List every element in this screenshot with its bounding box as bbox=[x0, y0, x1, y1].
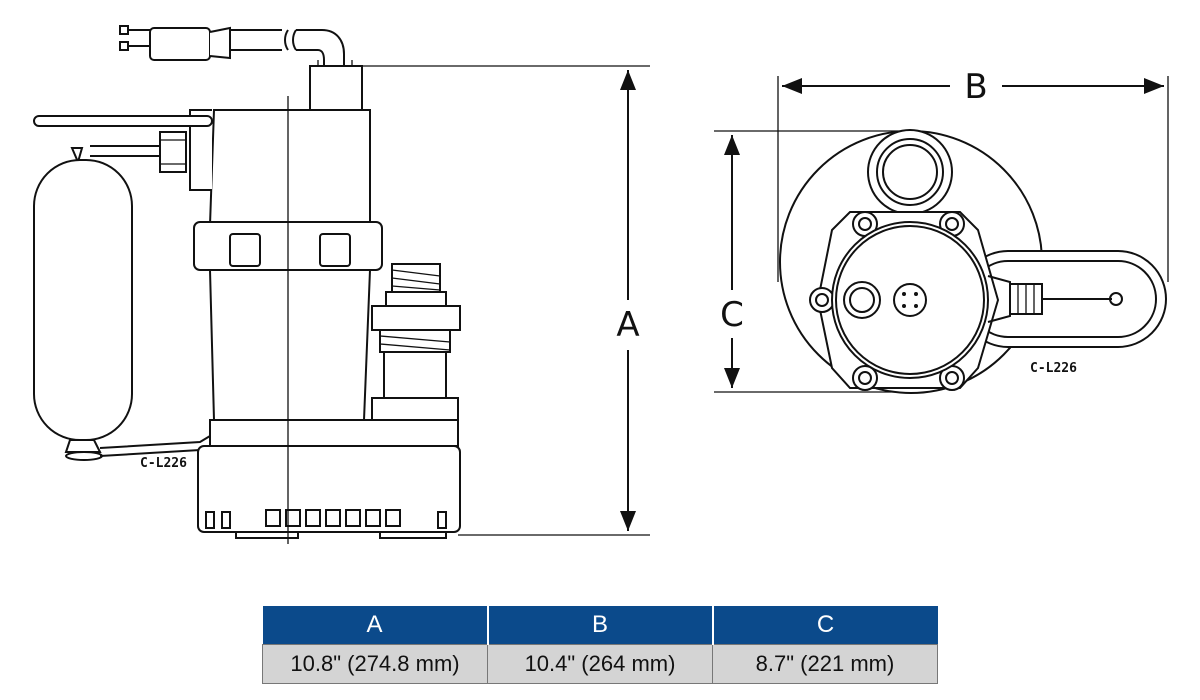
top-view: B C bbox=[714, 67, 1169, 394]
base-intake bbox=[197, 445, 461, 533]
pump-dimension-diagram: C-L226 A B C bbox=[33, 25, 1169, 544]
value-c: 8.7" (221 mm) bbox=[712, 644, 938, 684]
float-switch bbox=[33, 147, 211, 461]
float-arm bbox=[33, 115, 213, 127]
side-part-label: C-L226 bbox=[140, 456, 187, 471]
motor-top bbox=[831, 221, 989, 379]
value-a: 10.8" (274.8 mm) bbox=[262, 644, 488, 684]
motor-housing bbox=[208, 109, 371, 226]
table-header-row: A B C bbox=[262, 606, 938, 645]
discharge-fitting bbox=[371, 263, 461, 423]
side-view: C-L226 A bbox=[33, 25, 650, 544]
top-part-label: C-L226 bbox=[1030, 361, 1077, 376]
cord-grommet-icon bbox=[893, 283, 927, 317]
dimensions-table: A B C 10.8" (274.8 mm) 10.4" (264 mm) 8.… bbox=[262, 606, 938, 684]
table-row: 10.8" (274.8 mm) 10.4" (264 mm) 8.7" (22… bbox=[262, 644, 938, 684]
header-c: C bbox=[712, 606, 938, 645]
dimension-a-label: A bbox=[616, 305, 639, 345]
cap-ring bbox=[843, 281, 881, 319]
value-b: 10.4" (264 mm) bbox=[487, 644, 713, 684]
dimension-c-label: C bbox=[720, 295, 744, 335]
dimension-b-label: B bbox=[964, 67, 987, 107]
header-a: A bbox=[262, 606, 489, 645]
pump-body bbox=[208, 269, 372, 421]
discharge-port bbox=[867, 129, 953, 215]
motor-cap bbox=[309, 65, 363, 111]
intake-slots bbox=[265, 509, 401, 527]
base-top bbox=[209, 419, 459, 447]
power-plug-icon bbox=[119, 25, 345, 66]
header-b: B bbox=[487, 606, 714, 645]
